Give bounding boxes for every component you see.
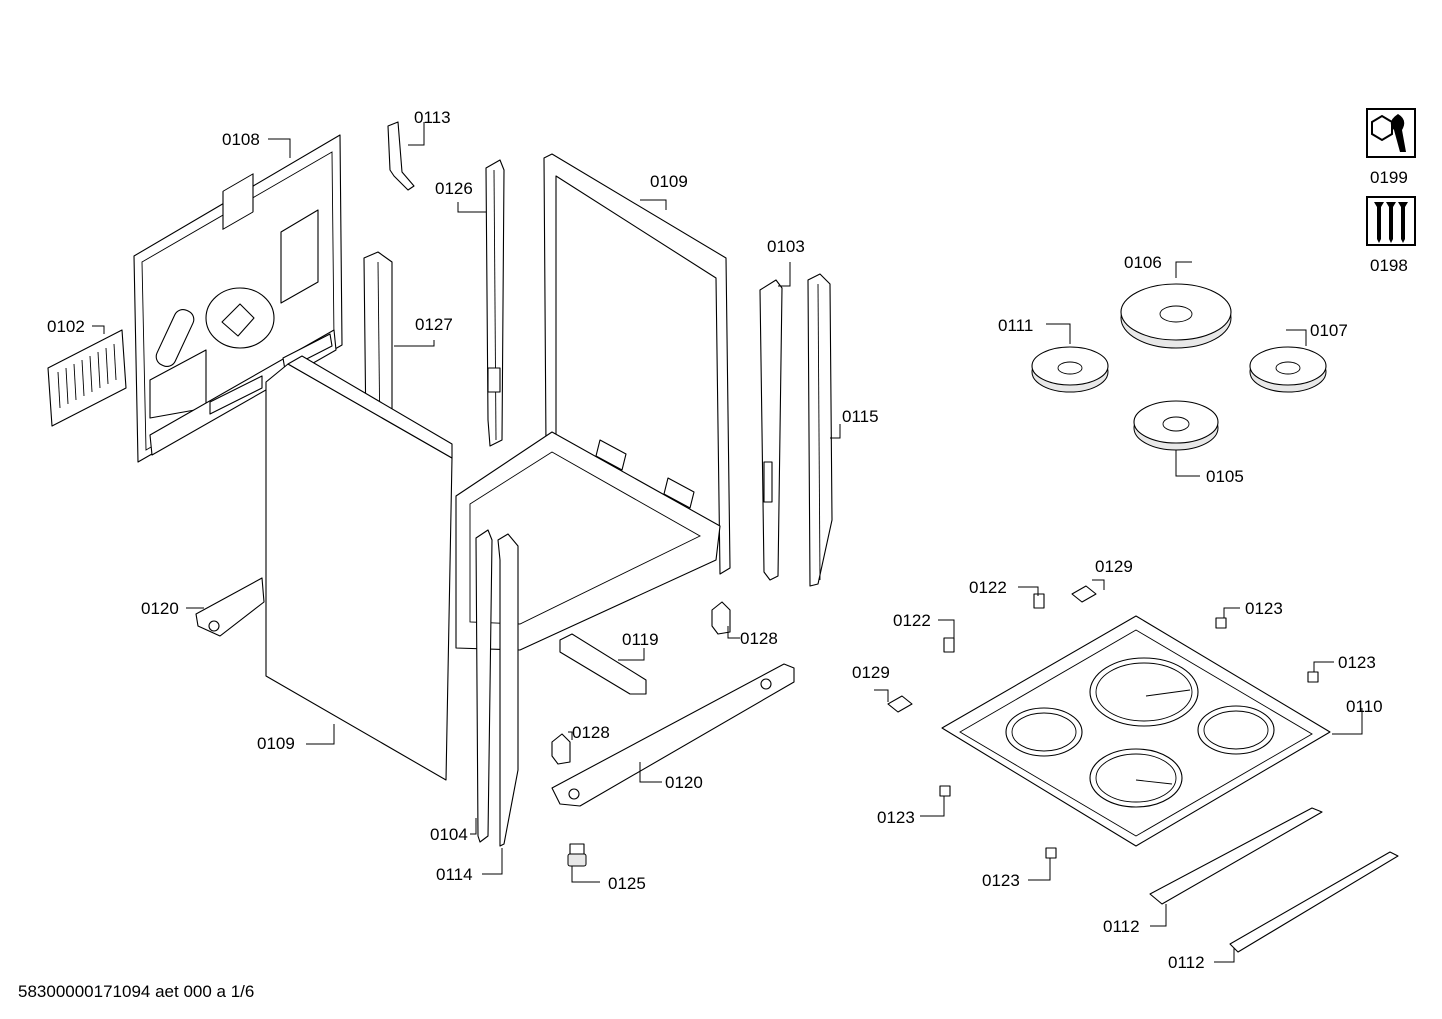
label-0126: 0126 [435, 179, 473, 198]
wrench-nut-icon [1366, 108, 1416, 158]
part-0123-clip-c [939, 785, 951, 797]
label-0109-top: 0109 [650, 172, 688, 191]
part-0122-clip-a [1033, 593, 1045, 609]
part-0125-foot [567, 843, 587, 867]
label-0123-d: 0123 [982, 871, 1020, 890]
label-0107: 0107 [1310, 321, 1348, 340]
part-0110-hob-top [941, 615, 1331, 847]
label-0120-left: 0120 [141, 599, 179, 618]
part-0102-vent-grille [47, 329, 127, 427]
part-0120-base-rail-front [551, 663, 795, 807]
part-0123-clip-d [1045, 847, 1057, 859]
part-0113-bracket [387, 121, 415, 191]
part-0111-hotplate [1031, 346, 1109, 393]
label-0122-b: 0122 [893, 611, 931, 630]
part-0106-hotplate-large [1120, 283, 1232, 349]
part-0122-clip-b [943, 637, 955, 653]
screws-icon [1366, 196, 1416, 246]
part-0112-strip-b [1229, 851, 1399, 953]
label-0129-a: 0129 [1095, 557, 1133, 576]
label-0113: 0113 [414, 108, 451, 127]
part-0123-clip-a [1215, 617, 1227, 629]
label-0112-b: 0112 [1168, 953, 1205, 972]
label-0112-a: 0112 [1103, 917, 1140, 936]
part-oven-base-tray [455, 431, 721, 651]
part-0103-rail [759, 279, 783, 581]
label-0129-b: 0129 [852, 663, 890, 682]
part-0128-clip-right [711, 601, 731, 635]
part-0119-rail [559, 633, 647, 695]
part-0107-hotplate [1249, 346, 1327, 393]
label-0111: 0111 [998, 316, 1033, 335]
label-0198: 0198 [1370, 256, 1408, 275]
label-0104: 0104 [430, 825, 468, 844]
label-0110: 0110 [1346, 697, 1383, 716]
label-0105: 0105 [1206, 467, 1244, 486]
part-0120-base-rail-left [195, 577, 265, 637]
part-0123-clip-b [1307, 671, 1319, 683]
label-0125: 0125 [608, 874, 646, 893]
part-0126-rail [485, 159, 505, 447]
label-0122-a: 0122 [969, 578, 1007, 597]
label-0123-a: 0123 [1245, 599, 1283, 618]
label-0109-bottom: 0109 [257, 734, 295, 753]
label-0123-b: 0123 [1338, 653, 1376, 672]
label-0106: 0106 [1124, 253, 1162, 272]
part-0128-clip-left [551, 733, 571, 765]
label-0123-c: 0123 [877, 808, 915, 827]
part-0115-rail [807, 273, 833, 587]
part-0109-side-panel-front [265, 355, 453, 781]
part-0129-cover-a [1071, 585, 1097, 603]
label-0114: 0114 [436, 865, 473, 884]
label-0119: 0119 [622, 630, 659, 649]
document-reference: 58300000171094 aet 000 a 1/6 [18, 982, 255, 1001]
leader-lines [92, 122, 1363, 963]
label-0108: 0108 [222, 130, 260, 149]
part-0104-front-strip [475, 529, 493, 843]
label-0128-left: 0128 [572, 723, 610, 742]
part-0108-rear-panel [133, 134, 343, 463]
label-0115: 0115 [842, 407, 879, 426]
part-0129-cover-b [887, 695, 913, 713]
part-0105-hotplate [1133, 400, 1219, 451]
label-0199: 0199 [1370, 168, 1408, 187]
part-0112-strip-a [1149, 807, 1323, 905]
label-0120-bottom: 0120 [665, 773, 703, 792]
label-0102: 0102 [47, 317, 85, 336]
label-0128-right: 0128 [740, 629, 778, 648]
label-0103: 0103 [767, 237, 805, 256]
part-0114-front-strip [497, 533, 519, 847]
label-0127: 0127 [415, 315, 453, 334]
